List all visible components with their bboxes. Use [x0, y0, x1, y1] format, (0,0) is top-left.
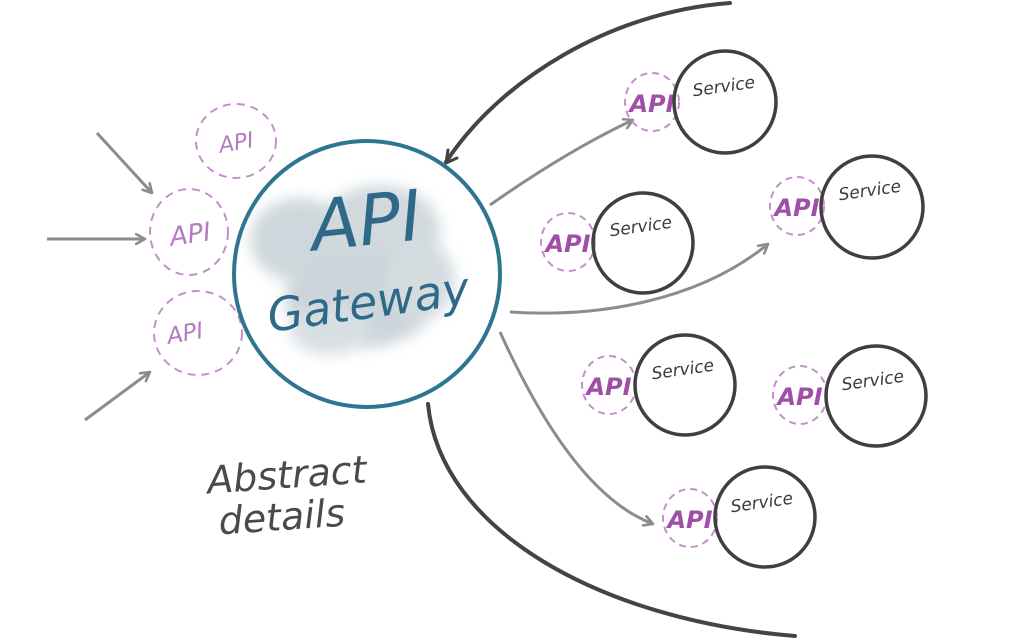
- service-api-label: API: [775, 383, 822, 411]
- outgoing-arrow-3: [498, 331, 653, 524]
- service-label: Service: [837, 177, 902, 206]
- client-api-middle: API: [149, 188, 229, 276]
- incoming-arrow-top: [95, 131, 152, 193]
- client-api-label: API: [215, 128, 256, 159]
- client-api-top: API: [195, 103, 277, 179]
- service-label: Service: [608, 213, 673, 242]
- boundary-arc-top: [444, 1, 732, 164]
- service-node-2: API Service: [540, 191, 695, 295]
- client-api-label: API: [163, 318, 206, 350]
- outgoing-arrow-2: [509, 244, 768, 315]
- service-label: Service: [729, 489, 794, 518]
- service-api-label: API: [627, 90, 674, 118]
- service-api-label: API: [665, 506, 712, 534]
- abstract-details-note: Abstract details: [203, 447, 370, 543]
- outgoing-arrow-1: [489, 120, 633, 207]
- service-node-6: API Service: [662, 465, 817, 569]
- service-node-4: API Service: [581, 333, 737, 437]
- incoming-arrow-bottom: [84, 372, 150, 422]
- service-node-5: API Service: [772, 344, 928, 448]
- service-api-label: API: [772, 194, 819, 222]
- service-label: Service: [840, 367, 905, 396]
- api-gateway: API Gateway: [232, 139, 502, 409]
- boundary-arc-top-head: [444, 148, 459, 165]
- gateway-title: API: [303, 174, 426, 268]
- gateway-wash: [250, 185, 455, 355]
- service-api-label: API: [543, 230, 590, 258]
- service-api-label: API: [584, 373, 631, 401]
- note-line-2: details: [217, 491, 346, 544]
- gateway-ring: [232, 139, 502, 409]
- service-label: Service: [691, 73, 756, 102]
- boundary-arc-bottom: [426, 402, 797, 638]
- service-node-3: API Service: [769, 154, 925, 260]
- client-api-bottom: API: [153, 290, 243, 376]
- service-label: Service: [650, 356, 715, 385]
- service-node-1: API Service: [624, 49, 778, 155]
- client-api-label: API: [166, 217, 213, 253]
